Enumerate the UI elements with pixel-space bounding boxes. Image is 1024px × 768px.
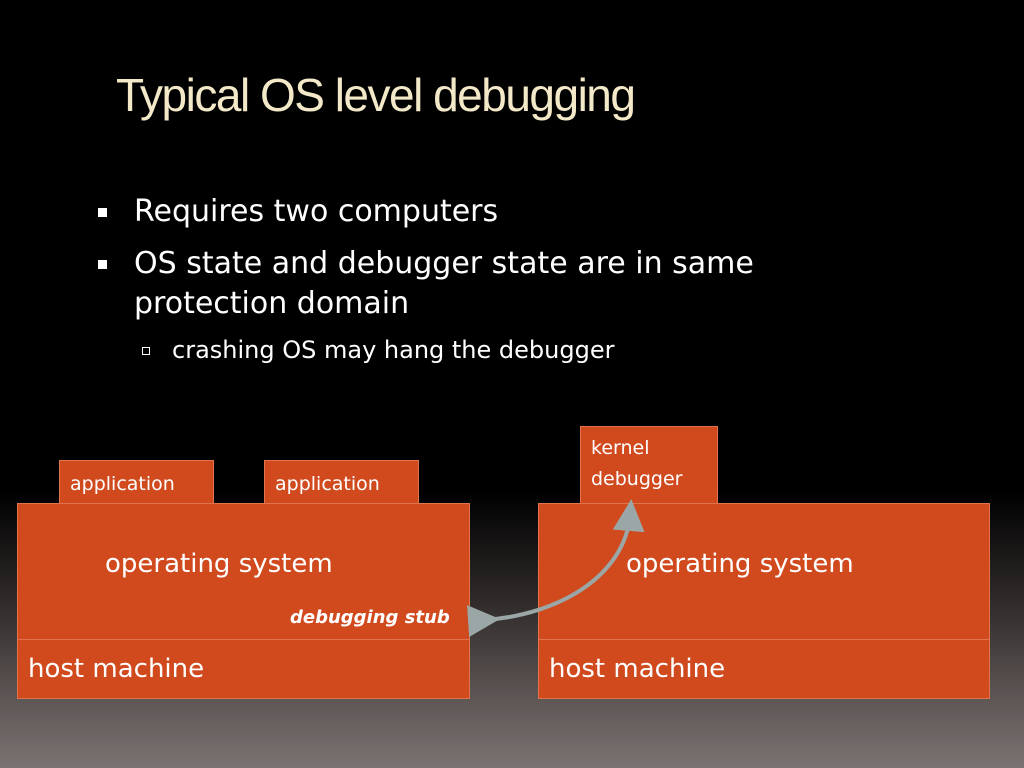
- slide-title: Typical OS level debugging: [116, 69, 636, 121]
- square-bullet-icon: [98, 208, 107, 217]
- application-box-1: application: [59, 460, 214, 504]
- kernel-debugger-box: kernel debugger: [580, 426, 718, 504]
- application-box-2: application: [264, 460, 419, 504]
- application-label: application: [275, 473, 380, 495]
- operating-system-label: operating system: [626, 549, 854, 579]
- hollow-square-bullet-icon: [142, 347, 150, 355]
- kernel-debugger-label-line-2: debugger: [591, 468, 683, 490]
- host-divider: [539, 639, 989, 640]
- operating-system-label: operating system: [105, 549, 333, 579]
- bullet-text: Requires two computers: [134, 194, 499, 229]
- sub-bullet-item: crashing OS may hang the debugger: [96, 334, 856, 366]
- bullet-item: Requires two computers: [96, 192, 856, 232]
- square-bullet-icon: [98, 260, 107, 269]
- debugging-stub-label: debugging stub: [290, 607, 450, 628]
- host-machine-label: host machine: [549, 654, 726, 684]
- bullet-text: OS state and debugger state are in same …: [134, 246, 754, 321]
- double-headed-arrow-icon: [466, 499, 645, 638]
- left-machine-stack: operating system debugging stub host mac…: [17, 503, 470, 699]
- host-divider: [18, 639, 469, 640]
- host-machine-label: host machine: [28, 654, 205, 684]
- bullet-list: Requires two computers OS state and debu…: [96, 192, 856, 366]
- application-label: application: [70, 473, 175, 495]
- sub-bullet-text: crashing OS may hang the debugger: [172, 336, 615, 364]
- bullet-item: OS state and debugger state are in same …: [96, 244, 856, 324]
- kernel-debugger-label-line-1: kernel: [591, 437, 650, 459]
